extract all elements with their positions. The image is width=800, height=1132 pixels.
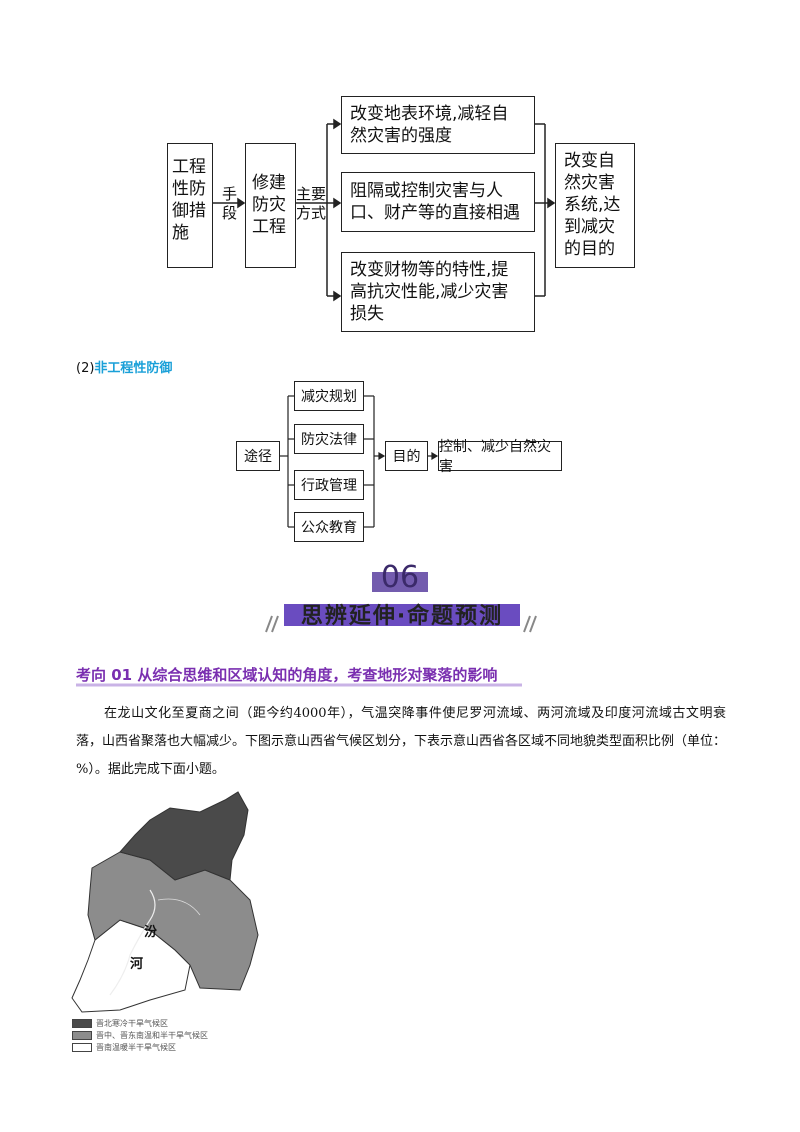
box-build-projects: 修建 防灾 工程 — [245, 143, 296, 268]
box-branch-1: 改变地表环境,减轻自 然灾害的强度 — [341, 96, 535, 154]
section-number: (2) — [76, 361, 95, 376]
box-item-administration: 行政管理 — [294, 470, 364, 500]
box-branch-3: 改变财物等的特性,提 高抗灾性能,减少灾害 损失 — [341, 252, 535, 332]
box-goal: 控制、减少自然灾害 — [438, 439, 562, 475]
legend-item-south: 晋南温暖半干旱气候区 — [72, 1042, 176, 1053]
legend-label-north: 晋北寒冷干旱气候区 — [96, 1019, 168, 1028]
legend-label-middle: 晋中、晋东南温和半干旱气候区 — [96, 1031, 208, 1040]
flowchart1-connectors — [213, 118, 556, 528]
legend-swatch-dark — [72, 1019, 92, 1028]
section-heading: (2)非工程性防御 — [76, 357, 172, 376]
box-purpose: 目的 — [385, 441, 428, 471]
box-item-education: 公众教育 — [294, 512, 364, 542]
banner-number: 06 — [380, 560, 420, 595]
river-label-fen: 汾 — [144, 925, 158, 940]
legend-swatch-white — [72, 1043, 92, 1052]
topic-heading: 考向 01 从综合思维和区域认知的角度，考查地形对聚落的影响 — [76, 666, 498, 684]
box-engineering-defense: 工程 性防 御措 施 — [167, 143, 213, 268]
banner-title: 思辨延伸·命题预测 — [300, 604, 504, 629]
label-means: 手 段 — [222, 185, 238, 222]
box-ways: 途径 — [236, 441, 280, 471]
question-paragraph: 在龙山文化至夏商之间（距今约4000年），气温突降事件使尼罗河流域、两河流域及印… — [76, 706, 727, 777]
legend-swatch-gray — [72, 1031, 92, 1040]
legend-item-north: 晋北寒冷干旱气候区 — [72, 1018, 168, 1029]
box-item-planning: 减灾规划 — [294, 381, 364, 411]
box-branch-2: 阻隔或控制灾害与人 口、财产等的直接相遇 — [341, 172, 535, 232]
box-result: 改变自 然灾害 系统,达 到减灾 的目的 — [555, 143, 635, 268]
legend-item-middle: 晋中、晋东南温和半干旱气候区 — [72, 1030, 208, 1041]
river-label-he: 河 — [130, 957, 144, 972]
section-title: 非工程性防御 — [94, 361, 173, 376]
box-item-law: 防灾法律 — [294, 424, 364, 454]
legend-label-south: 晋南温暖半干旱气候区 — [96, 1043, 176, 1052]
label-main-ways: 主要 方式 — [296, 185, 327, 222]
